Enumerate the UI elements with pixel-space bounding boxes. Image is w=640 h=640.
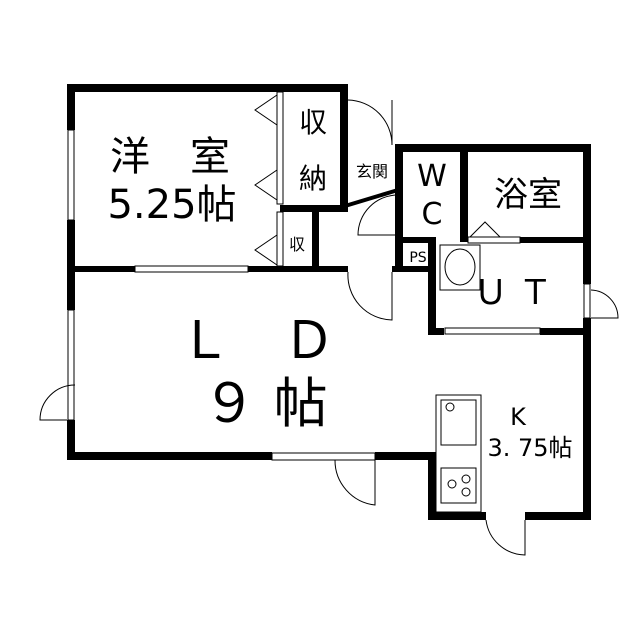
small-closet-label: 収 (289, 235, 305, 254)
kitchen-size: 3. 75帖 (487, 434, 572, 462)
sink-icon (440, 399, 477, 446)
wc-label-c: C (422, 197, 443, 232)
doors (39, 94, 619, 556)
wc-label-w: W (417, 159, 447, 194)
windows (67, 91, 591, 461)
ps-label: PS (409, 250, 426, 266)
utility-label: Ｕ Ｔ (474, 273, 553, 313)
living-dining-size: ９ 帖 (202, 372, 327, 435)
western-room-size: 5.25帖 (107, 182, 236, 228)
kitchen-name: K (510, 403, 527, 431)
entrance-label: 玄関 (356, 162, 388, 181)
walls (67, 84, 591, 520)
western-room-name: 洋 室 (110, 134, 230, 180)
washbasin-icon (439, 244, 481, 291)
fixtures (435, 244, 482, 513)
living-dining-name: Ｌ Ｄ (179, 311, 335, 371)
closet-label-1: 収 (299, 106, 327, 139)
bathroom-label: 浴室 (494, 175, 562, 215)
closet-label-2: 納 (299, 162, 327, 195)
stove-icon (440, 467, 477, 504)
